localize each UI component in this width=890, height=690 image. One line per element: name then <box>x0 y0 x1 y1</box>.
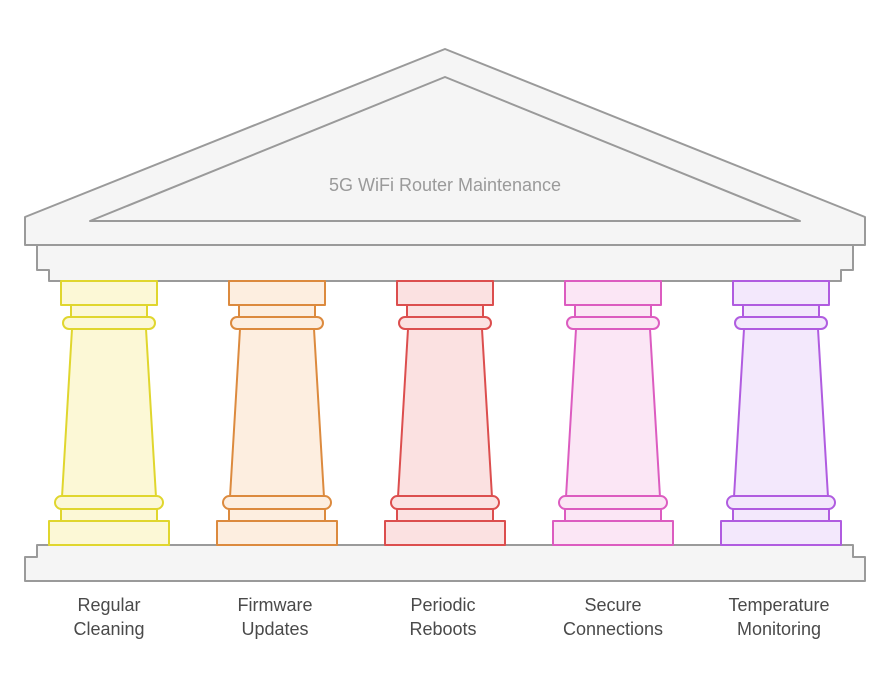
roof-inner <box>89 76 801 222</box>
pillar-shaft <box>733 328 829 498</box>
pillar-shaft <box>565 328 661 498</box>
pillar-neck-upper <box>406 304 484 318</box>
pillar-neck-lower <box>60 508 158 522</box>
pillar-neck-upper <box>574 304 652 318</box>
pillar-ring-lower <box>390 495 500 510</box>
pillars <box>48 280 842 546</box>
pillar-label-line1: Regular <box>77 595 140 615</box>
pillar-neck-lower <box>228 508 326 522</box>
pillar-neck-upper <box>70 304 148 318</box>
pillar-ring-upper <box>398 316 492 330</box>
pillar-label-line2: Updates <box>241 619 308 639</box>
pillar-ring-lower <box>54 495 164 510</box>
roof: 5G WiFi Router Maintenance <box>24 48 866 246</box>
pillar-neck-lower <box>564 508 662 522</box>
pillar-plinth <box>720 520 842 546</box>
pillar-ring-lower <box>222 495 332 510</box>
pillar-neck-upper <box>238 304 316 318</box>
pillar-2 <box>216 280 338 546</box>
pillar-ring-upper <box>566 316 660 330</box>
entablature <box>36 244 854 282</box>
pillar-5 <box>720 280 842 546</box>
pillar-neck-lower <box>732 508 830 522</box>
pillar-4 <box>552 280 674 546</box>
pillar-capital <box>564 280 662 306</box>
pillar-capital <box>732 280 830 306</box>
pillar-neck-lower <box>396 508 494 522</box>
pillar-label-line2: Monitoring <box>737 619 821 639</box>
pillar-3 <box>384 280 506 546</box>
pillar-plinth <box>48 520 170 546</box>
pillar-label-line2: Reboots <box>409 619 476 639</box>
pillar-1 <box>48 280 170 546</box>
pillar-plinth <box>216 520 338 546</box>
pillar-shaft <box>229 328 325 498</box>
pillar-ring-lower <box>558 495 668 510</box>
pillar-plinth <box>384 520 506 546</box>
base-platform <box>24 544 866 582</box>
pillar-label-line1: Firmware <box>238 595 313 615</box>
pillar-label-line2: Cleaning <box>73 619 144 639</box>
pillar-ring-upper <box>230 316 324 330</box>
pillar-plinth <box>552 520 674 546</box>
pillar-shaft <box>397 328 493 498</box>
pillar-capital <box>228 280 326 306</box>
diagram-title: 5G WiFi Router Maintenance <box>329 175 561 195</box>
pillar-capital <box>60 280 158 306</box>
pillar-neck-upper <box>742 304 820 318</box>
pillar-ring-lower <box>726 495 836 510</box>
pillar-capital <box>396 280 494 306</box>
pillar-label-line1: Secure <box>584 595 641 615</box>
pillar-label-line1: Temperature <box>728 595 829 615</box>
pillar-label-line2: Connections <box>563 619 663 639</box>
pillar-ring-upper <box>62 316 156 330</box>
pillar-ring-upper <box>734 316 828 330</box>
pillar-label-line1: Periodic <box>410 595 475 615</box>
pillar-shaft <box>61 328 157 498</box>
